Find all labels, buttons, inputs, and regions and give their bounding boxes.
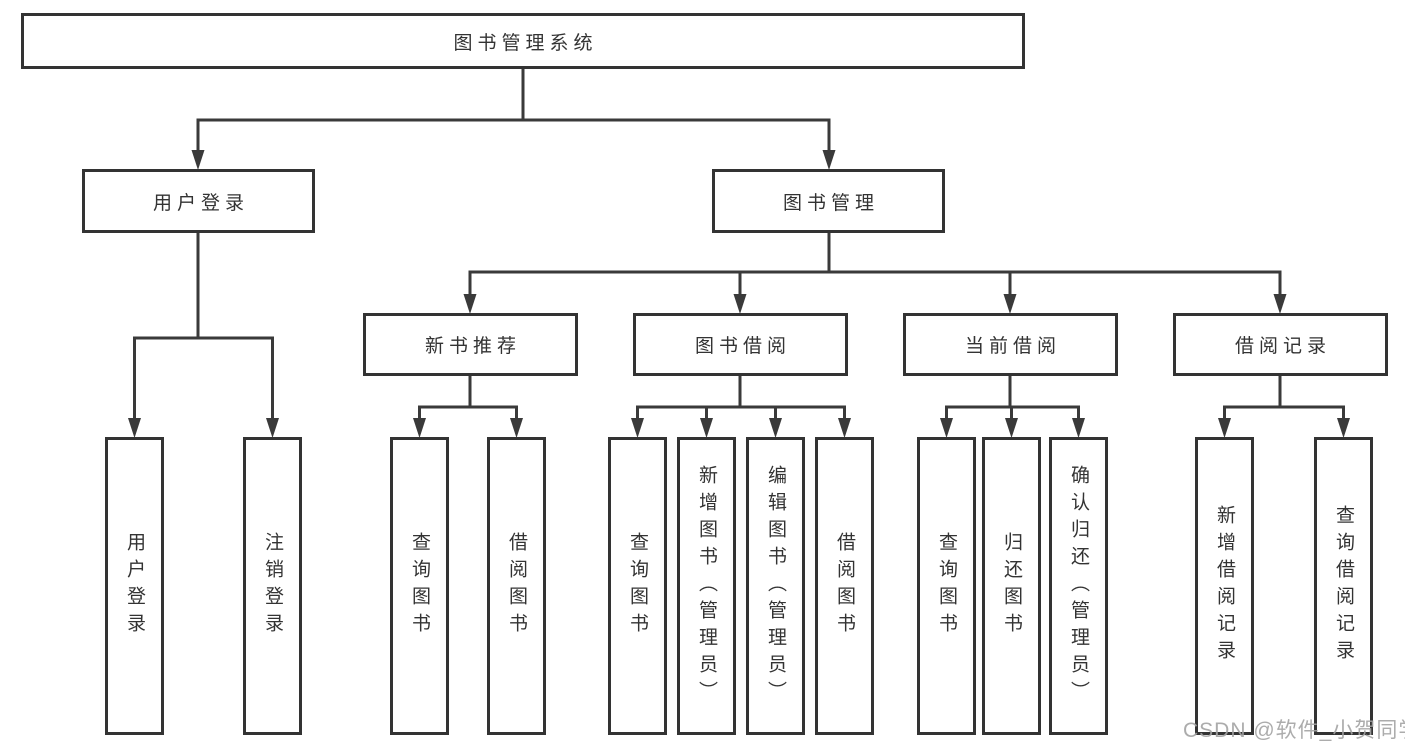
node-label: 借阅图书 bbox=[506, 532, 527, 640]
node-label: 新书推荐 bbox=[424, 336, 521, 357]
node-user-login: 用户登录 bbox=[82, 169, 315, 233]
node-book-management: 图书管理 bbox=[712, 169, 945, 233]
leaf-recommend-borrow-books: 借阅图书 bbox=[487, 437, 546, 735]
leaf-records-query-record: 查询借阅记录 bbox=[1314, 437, 1373, 735]
leaf-current-return-books: 归还图书 bbox=[982, 437, 1041, 735]
node-label: 查询图书 bbox=[936, 532, 957, 640]
node-label: 图书管理系统 bbox=[453, 32, 598, 54]
node-new-book-recommend: 新书推荐 bbox=[363, 313, 578, 376]
node-label: 查询图书 bbox=[409, 532, 430, 640]
node-label: 图书借阅 bbox=[694, 336, 791, 357]
node-label: 新增借阅记录 bbox=[1214, 505, 1235, 667]
node-library-system: 图书管理系统 bbox=[21, 13, 1025, 69]
node-borrowing-records: 借阅记录 bbox=[1173, 313, 1388, 376]
node-label: 查询图书 bbox=[627, 532, 648, 640]
leaf-borrow-add-books-admin: 新增图书（管理员） bbox=[677, 437, 736, 735]
node-label: 用户登录 bbox=[124, 532, 145, 640]
node-book-borrowing: 图书借阅 bbox=[633, 313, 848, 376]
arrowheads bbox=[128, 150, 1350, 438]
node-label: 查询借阅记录 bbox=[1333, 505, 1354, 667]
node-current-borrowing: 当前借阅 bbox=[903, 313, 1118, 376]
node-label: 归还图书 bbox=[1001, 532, 1022, 640]
leaf-records-add-record: 新增借阅记录 bbox=[1195, 437, 1254, 735]
leaf-recommend-query-books: 查询图书 bbox=[390, 437, 449, 735]
csdn-watermark: CSDN @软件_小贺同学 bbox=[1183, 719, 1405, 742]
leaf-user-login: 用户登录 bbox=[105, 437, 164, 735]
node-label: 借阅记录 bbox=[1234, 336, 1331, 357]
leaf-borrow-edit-books-admin: 编辑图书（管理员） bbox=[746, 437, 805, 735]
node-label: 用户登录 bbox=[152, 192, 249, 214]
leaf-current-query-books: 查询图书 bbox=[917, 437, 976, 735]
node-label: 借阅图书 bbox=[834, 532, 855, 640]
node-label: 注销登录 bbox=[262, 532, 283, 640]
node-label: 图书管理 bbox=[782, 192, 879, 214]
node-label: 确认归还（管理员） bbox=[1068, 464, 1089, 708]
node-label: 编辑图书（管理员） bbox=[765, 464, 786, 708]
leaf-borrow-query-books: 查询图书 bbox=[608, 437, 667, 735]
node-label: 新增图书（管理员） bbox=[696, 464, 717, 708]
leaf-current-confirm-return-admin: 确认归还（管理员） bbox=[1049, 437, 1108, 735]
node-label: 当前借阅 bbox=[964, 336, 1061, 357]
leaf-logout: 注销登录 bbox=[243, 437, 302, 735]
leaf-borrow-borrow-books: 借阅图书 bbox=[815, 437, 874, 735]
